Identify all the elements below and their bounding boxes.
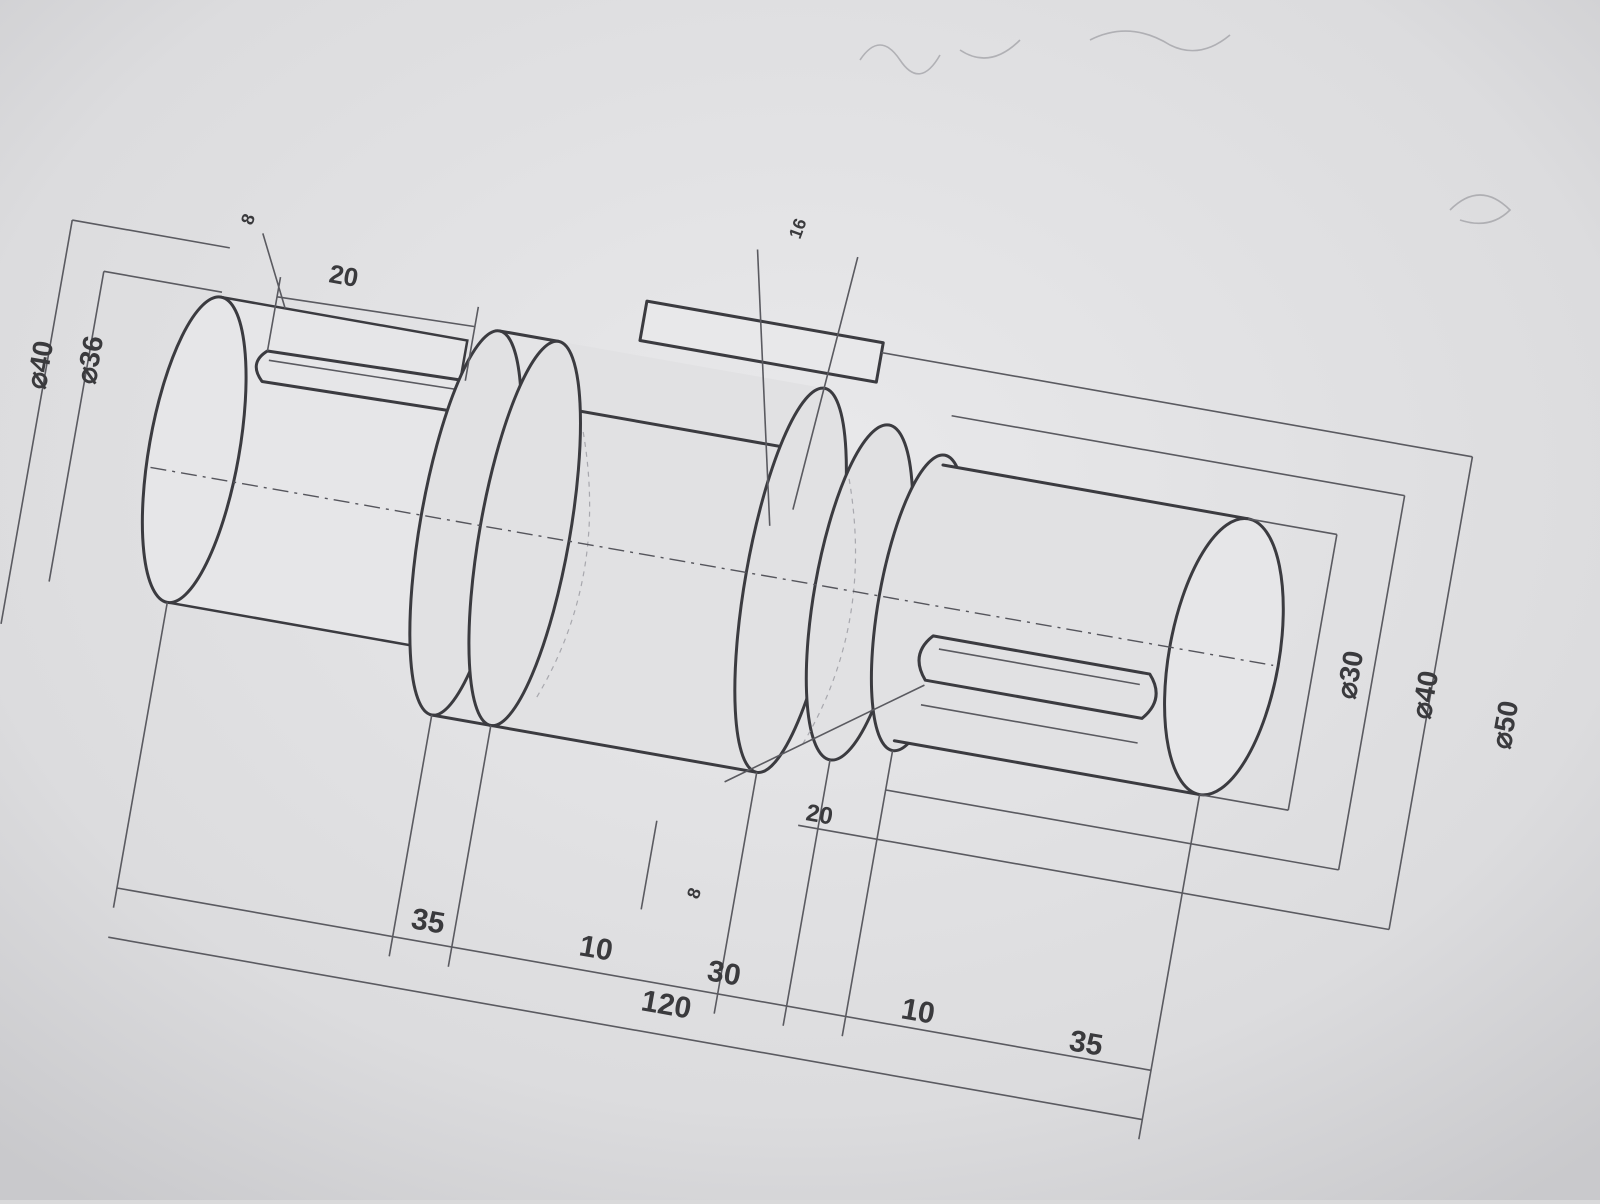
slot-dimension-lines (262, 233, 1138, 910)
length-extension-lines (108, 602, 1201, 1140)
dim-length-35-left: 35 (409, 902, 448, 940)
dim-length-30-mid: 30 (705, 954, 744, 992)
left-collar-edges (430, 329, 561, 727)
hidden-lines (535, 431, 857, 746)
dim-d30-right: ⌀30 (1330, 648, 1369, 701)
center-axis (150, 466, 1274, 667)
dim-d40-right: ⌀40 (1405, 668, 1444, 721)
dim-d40-left: ⌀40 (20, 338, 59, 391)
dim-d50-right: ⌀50 (1485, 698, 1524, 751)
middle-bottom-edge (489, 723, 759, 774)
dim-d36-left: ⌀36 (70, 333, 109, 386)
right-keyway-inner (938, 648, 1140, 686)
faint-handwriting (859, 30, 1512, 225)
dim-slot-length-left: 20 (327, 258, 361, 293)
shaft-body (0, 219, 1474, 1140)
right-keyway (917, 634, 1158, 720)
dimension-labels: ⌀40 ⌀36 20 8 16 ⌀30 ⌀40 ⌀50 20 8 35 10 3… (20, 211, 1524, 1063)
left-keyway-inner (268, 359, 459, 391)
dim-length-35-right: 35 (1067, 1024, 1106, 1062)
diameter-dimension-lines (0, 219, 1474, 931)
dim-length-10-left: 10 (577, 929, 616, 967)
dim-slot-length-right: 20 (804, 799, 835, 830)
flat-lower-edge (545, 403, 815, 454)
dim-length-10-right: 10 (899, 992, 938, 1030)
right-journal-edges (892, 463, 1250, 797)
